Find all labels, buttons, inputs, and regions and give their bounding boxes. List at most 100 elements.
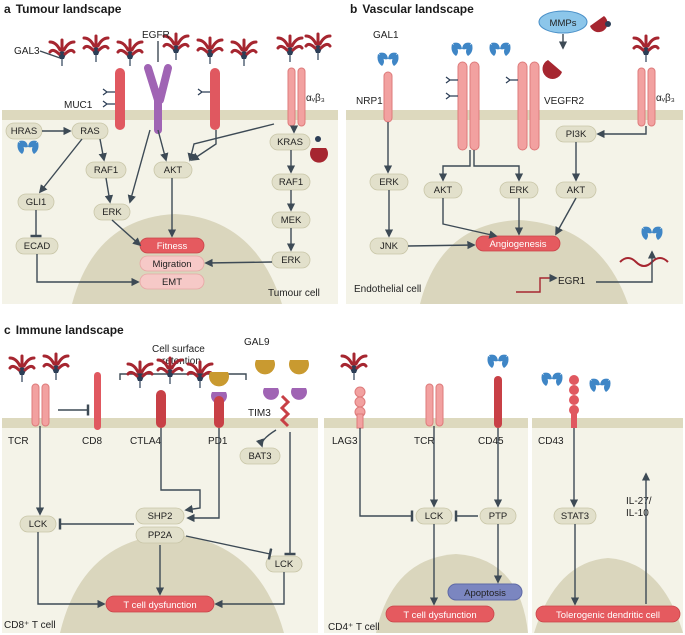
svg-text:PP2A: PP2A [148,530,173,541]
cd8-cell-label: CD8⁺ T cell [4,620,56,631]
integrin-b [632,34,660,127]
il10-label: IL-10 [626,508,649,519]
muc1-receptor [115,68,125,130]
tim3-purple-icon-1 [263,388,279,400]
svg-text:AKT: AKT [567,185,586,196]
svg-text:RAS: RAS [80,126,100,137]
svg-text:STAT3: STAT3 [561,511,589,522]
endothelial-membrane [346,110,683,120]
gal1-label: GAL1 [373,30,399,41]
integrin-a [276,32,332,127]
ctla4-label: CTLA4 [130,436,162,447]
gal1-galectin-icon [377,52,399,66]
migration-outcome [139,255,205,272]
dc-membrane [532,418,683,428]
svg-text:AKT: AKT [164,165,183,176]
galectin-inhibitor-icon [310,148,328,163]
galectin-dc-icon-1 [541,372,563,386]
svg-text:PI3K: PI3K [566,129,587,140]
svg-text:RAF1: RAF1 [279,177,303,188]
mmps-inhibitor-dot [605,21,611,27]
svg-text:Tolerogenic dendritic cell: Tolerogenic dendritic cell [556,610,660,621]
svg-text:SHP2: SHP2 [148,511,173,522]
emt-outcome [139,273,205,290]
muc1-label: MUC1 [64,100,93,111]
egfr-receptor [144,64,172,134]
svg-text:LCK: LCK [29,519,48,530]
gal9-icon-1 [255,360,275,375]
gal9-icon-2 [289,360,309,375]
mmps-cleaved-icon [542,60,562,79]
svg-text:ERK: ERK [379,177,399,188]
cd43-receptor [569,375,579,428]
galectin-inhibitor-dot [315,136,321,142]
svg-text:ERK: ERK [102,207,122,218]
cd8-label: CD8 [82,436,102,447]
akt-node [153,161,193,179]
lag3-label: LAG3 [332,436,358,447]
tumour-cell-label: Tumour cell [268,288,320,299]
galectin-b-icon-2 [489,42,511,56]
galectin-cd45-icon [487,354,509,368]
t-cell-dysfunction-2 [385,605,495,623]
tim3-label: TIM3 [248,408,271,419]
integrin-b-label: αᵥβ₃ [656,93,675,104]
pd1-receptor [214,396,224,428]
vegfr2-label: VEGFR2 [544,96,584,107]
pp2a-node [135,526,185,544]
endothelial-cell-label: Endothelial cell [354,284,421,295]
egr1-gene-icon [619,257,669,267]
svg-text:LCK: LCK [425,511,444,522]
svg-text:HRAS: HRAS [11,126,37,137]
muc1-receptor-2 [210,68,220,130]
egr1-label: EGR1 [558,276,586,287]
svg-text:RAF1: RAF1 [94,165,118,176]
kras-node [269,133,311,151]
cd45-label: CD45 [478,436,504,447]
integrin-a-label: αᵥβ₃ [306,93,325,104]
tim3-purple-icon-2 [291,388,307,400]
tumour-membrane [2,110,338,120]
ras-node [71,122,109,140]
tcr2-receptor [425,383,434,427]
lag3-receptor [354,386,366,429]
bat3-node [239,447,281,465]
mmps-inhibitor-icon [590,16,608,33]
shp2-node [135,507,185,525]
erkb-node [271,251,311,269]
t-cell-dysfunction-1 [105,595,215,613]
angiogenesis-outcome [475,235,561,252]
cd45-receptor [494,376,502,428]
mmps-label: MMPs [550,18,577,29]
svg-text:PTP: PTP [489,511,507,522]
gal3-label: GAL3 [14,46,40,57]
svg-text:JNK: JNK [380,241,399,252]
svg-text:GLI1: GLI1 [26,197,47,208]
tim3-receptor [279,394,291,428]
ctla4-receptor [156,390,166,428]
tcr-label: TCR [8,436,29,447]
svg-text:Apoptosis: Apoptosis [464,588,506,599]
svg-text:MEK: MEK [281,215,302,226]
pd1-label: PD1 [208,436,228,447]
apoptosis-outcome [447,583,523,601]
gal9-label: GAL9 [244,337,270,348]
svg-text:T cell dysfunction: T cell dysfunction [123,600,196,611]
svg-text:ERK: ERK [281,255,301,266]
svg-text:Migration: Migration [152,259,191,270]
galectin-dc-icon-2 [589,378,611,392]
cd8-receptor [94,372,101,430]
vegfr2-receptor [445,61,540,151]
il27-label: IL-27/ [626,496,652,507]
cd43-label: CD43 [538,436,564,447]
svg-text:T cell dysfunction: T cell dysfunction [403,610,476,621]
pd1-ligand-icon [209,372,229,387]
galectin-b-icon-1 [451,42,473,56]
nrp1-receptor [383,71,393,123]
tolerogenic-dc-outcome [535,605,681,623]
svg-text:LCK: LCK [275,559,294,570]
